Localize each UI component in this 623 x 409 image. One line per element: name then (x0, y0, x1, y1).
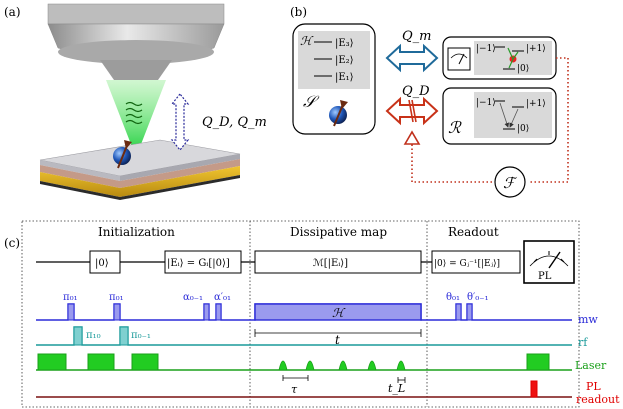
level-e3: |E₃⟩ (335, 38, 354, 49)
rf-pulse (73, 326, 83, 346)
mw-pulse (203, 303, 210, 321)
tau-label: τ (291, 383, 298, 396)
meter-coupling-arrow (385, 43, 439, 73)
mw-pulse-label: α′₀₁ (214, 292, 231, 303)
state-transition-icon (507, 47, 519, 69)
rf-pulse-label: π₁₀ (86, 330, 101, 341)
nv-spin-icon (113, 140, 132, 169)
decay-arrow-icon (509, 108, 519, 128)
channel-label-mw: mw (578, 313, 598, 326)
panel-label-b: (b) (290, 5, 307, 19)
coupling-arrow (170, 93, 190, 151)
time-span-t (254, 329, 422, 337)
rf-pulse-label: π₀₋₁ (131, 330, 151, 341)
pl-readout-window (530, 380, 538, 398)
bottom-right-level: |+1⟩ (526, 99, 546, 109)
feedback-arrowhead-icon (403, 130, 421, 145)
op-map-label: ℳ[|Eᵢ⟩] (313, 258, 348, 269)
decay-arrow-icon (499, 102, 510, 128)
hilbert-label: ℋ (300, 34, 314, 48)
channel-label-pl: PL (586, 380, 601, 393)
pl-meter-icon (523, 240, 575, 284)
dissipative-block-label: ℋ (332, 306, 346, 320)
level-e2: |E₂⟩ (335, 55, 354, 66)
laser-pulse (37, 353, 67, 371)
feedback-loop (411, 57, 569, 183)
bottom-bottom-level: |0⟩ (517, 124, 529, 134)
rf-trace (36, 326, 572, 346)
wavepacket-icon (125, 101, 143, 125)
mw-pulse-label: θ₀₁ (446, 292, 460, 303)
mw-pulse-label: α₀₋₁ (183, 292, 203, 303)
laser-short-pulse (338, 360, 348, 371)
laser-short-pulse (305, 360, 315, 371)
top-bottom-level: |0⟩ (517, 64, 529, 74)
reservoir-box (442, 87, 557, 145)
sample-stack (39, 139, 241, 200)
laser-pulse (131, 353, 159, 371)
feedback-label: ℱ (503, 174, 518, 192)
t-label: t (335, 333, 340, 347)
op-box-init (89, 250, 121, 274)
op-init-label: |0⟩ (95, 258, 109, 269)
mw-pulse-label: θ′₀₋₁ (467, 292, 489, 303)
feedback-node (494, 166, 526, 198)
channel-label-readout: readout (576, 393, 620, 406)
tL-span (397, 377, 406, 383)
pl-meter-label: PL (538, 271, 552, 282)
top-left-level: |−1⟩ (476, 44, 496, 54)
mw-pulse (67, 303, 75, 321)
qm-label: Q_m (402, 29, 432, 44)
level-e1: |E₁⟩ (335, 72, 354, 83)
top-right-level: |+1⟩ (526, 44, 546, 54)
section-initialization: Initialization (98, 225, 175, 239)
op-readout-label: |0⟩ = Gⱼ⁻¹[|Eⱼ⟩] (434, 259, 500, 269)
rf-pulse (119, 326, 129, 346)
qd-label: Q_D (402, 84, 430, 99)
laser-short-pulse (278, 360, 288, 371)
section-readout: Readout (448, 225, 499, 239)
panel-label-a: (a) (4, 5, 21, 19)
mw-pulse-label: π₀₁ (63, 292, 78, 303)
tau-span (282, 375, 309, 381)
system-spin-icon (329, 100, 348, 127)
reservoir-symbol: ℛ (448, 118, 462, 137)
meter-box (442, 36, 557, 80)
mw-pulse (455, 303, 462, 321)
section-dissipative-map: Dissipative map (290, 225, 387, 239)
op-box-prep (164, 250, 242, 274)
pulse-channels (36, 303, 572, 398)
bottom-left-level: |−1⟩ (476, 98, 496, 108)
op-box-readout (431, 250, 521, 274)
sequence-frame (21, 220, 580, 408)
mw-pulse (113, 303, 121, 321)
mw-pulse-label: π₀₁ (109, 292, 124, 303)
coupling-label: Q_D, Q_m (202, 115, 267, 130)
system-box (292, 23, 376, 135)
op-prep-label: |Eᵢ⟩ = Gᵢ[|0⟩] (167, 258, 230, 269)
panel-label-c: (c) (4, 236, 20, 250)
microscope-objective (47, 3, 225, 80)
tL-label: t_L (388, 382, 405, 395)
dissipation-coupling-arrow (385, 96, 439, 126)
laser-short-pulse (396, 360, 406, 371)
laser-pulse (526, 353, 550, 371)
op-box-map (254, 250, 422, 274)
laser-pulse (87, 353, 115, 371)
channel-label-laser: Laser (575, 359, 607, 372)
laser-beam (106, 80, 166, 152)
mw-pulse (466, 303, 473, 321)
mw-hamiltonian-block (254, 303, 422, 321)
laser-short-pulse (367, 360, 377, 371)
channel-label-rf: rf (578, 336, 588, 349)
mw-pulse (215, 303, 222, 321)
